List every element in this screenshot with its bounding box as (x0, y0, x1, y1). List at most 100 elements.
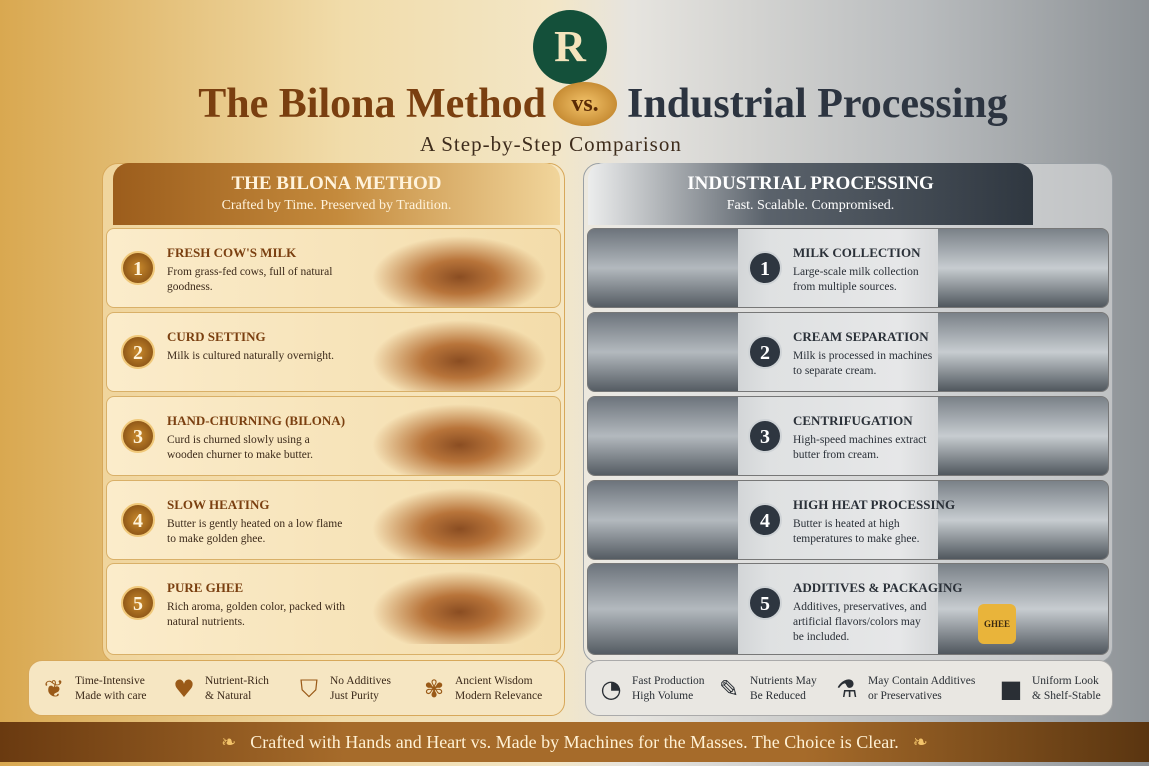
feature-line-2: & Natural (205, 690, 252, 702)
industrial-step-1: 1 Milk CollectionLarge-scale milk collect… (587, 228, 1109, 308)
step-description: High-speed machines extract butter from … (793, 434, 927, 461)
step-description: Milk is processed in machines to separat… (793, 350, 933, 377)
gauge-icon: ◔ (600, 675, 622, 703)
step-number: 3 (121, 419, 155, 453)
step-description: Rich aroma, golden color, packed with na… (167, 601, 346, 628)
bottom-banner: ❧ Crafted with Hands and Heart vs. Made b… (0, 722, 1149, 762)
feature-line-1: Fast Production (632, 675, 705, 687)
feature-line-1: Uniform Look (1032, 675, 1099, 687)
machine-illustration (938, 313, 1108, 391)
shield-icon: ⛉ (300, 675, 318, 703)
leaf-icon: ❧ (221, 732, 237, 752)
bilona-step-4: 4 Slow HeatingButter is gently heated on … (106, 480, 561, 560)
industrial-step-3: 3 CentrifugationHigh-speed machines extra… (587, 396, 1109, 476)
step-illustration (357, 397, 560, 475)
step-description: Milk is cultured naturally overnight. (167, 350, 335, 362)
bilona-tagline: Crafted by Time. Preserved by Tradition. (221, 198, 452, 213)
title-right: Industrial Processing (627, 81, 1008, 127)
step-description: Large-scale milk collection from multipl… (793, 266, 919, 293)
bilona-step-5: 5 Pure GheeRich aroma, golden color, pack… (106, 563, 561, 655)
step-number: 5 (121, 586, 155, 620)
bilona-step-3: 3 Hand-Churning (Bilona) Curd is churned s… (106, 396, 561, 476)
step-title: Slow Heating (167, 497, 270, 512)
step-number: 2 (748, 335, 782, 369)
step-number: 4 (748, 503, 782, 537)
step-description: From grass-fed cows, full of natural goo… (167, 266, 333, 293)
step-title: Centrifugation (793, 413, 913, 428)
machine-illustration (938, 229, 1108, 307)
machine-illustration (588, 564, 738, 654)
feature-line-1: No Additives (330, 675, 392, 687)
step-description: Butter is gently heated on a low flame t… (167, 518, 343, 545)
feature-line-2: & Shelf-Stable (1032, 690, 1101, 702)
machine-illustration (938, 481, 1108, 559)
bilona-header: THE BILONA METHOD Crafted by Time. Prese… (113, 163, 560, 225)
feature-line-2: Modern Relevance (455, 690, 543, 702)
feature-line-1: Time-Intensive (75, 675, 145, 687)
step-title: Additives & Packaging (793, 580, 963, 595)
industrial-step-4: 4 High Heat ProcessingButter is heated at… (587, 480, 1109, 560)
ghee-jar-label: GHEE (978, 604, 1016, 644)
feature-line-2: Just Purity (330, 690, 379, 702)
industrial-step-2: 2Cream SeparationMilk is processed in ma… (587, 312, 1109, 392)
machine-illustration (588, 397, 738, 475)
step-description: Butter is heated at high temperatures to… (793, 518, 920, 545)
heart-icon: ♥ (173, 675, 195, 703)
dropper-icon: ✎ (718, 675, 740, 703)
feature-item: ■ Uniform Look & Shelf-Stable (996, 661, 1101, 717)
step-title: Pure Ghee (167, 580, 244, 595)
step-title: High Heat Processing (793, 497, 956, 512)
vs-badge: vs. (553, 82, 617, 126)
bilona-title: THE BILONA METHOD (231, 173, 442, 194)
feature-line-2: Be Reduced (750, 690, 806, 702)
step-number: 1 (121, 251, 155, 285)
step-number: 4 (121, 503, 155, 537)
machine-illustration (588, 229, 738, 307)
step-number: 1 (748, 251, 782, 285)
step-description: Curd is churned slowly using a wooden ch… (167, 434, 313, 461)
bilona-step-2: 2 Curd SettingMilk is cultured naturally … (106, 312, 561, 392)
feature-line-1: Ancient Wisdom (455, 675, 533, 687)
banner-text: Crafted with Hands and Heart vs. Made by… (250, 732, 899, 752)
feature-item: ✎ Nutrients May Be Reduced (714, 661, 817, 717)
machine-illustration: GHEE (938, 564, 1108, 654)
industrial-header: INDUSTRIAL PROCESSING Fast. Scalable. Co… (588, 163, 1033, 225)
machine-illustration (938, 397, 1108, 475)
step-number: 2 (121, 335, 155, 369)
feature-line-1: May Contain Additives (868, 675, 976, 687)
step-description: Additives, preservatives, and artificial… (793, 601, 927, 643)
plant-icon: ✾ (423, 675, 445, 703)
industrial-step-5: GHEE 5 Additives & PackagingAdditives, pre… (587, 563, 1109, 655)
machine-illustration (588, 481, 738, 559)
step-title: Milk Collection (793, 245, 921, 260)
step-number: 3 (748, 419, 782, 453)
leaf-icon: ❦ (43, 675, 65, 703)
step-illustration (357, 229, 560, 307)
bilona-step-1: 1Fresh Cow's MilkFrom grass-fed cows, fu… (106, 228, 561, 308)
machine-illustration (588, 313, 738, 391)
feature-line-2: High Volume (632, 690, 694, 702)
flask-icon: ⚗ (836, 675, 858, 703)
step-title: Hand-Churning (Bilona) (167, 413, 346, 428)
box-icon: ■ (999, 675, 1023, 703)
brand-logo: R (533, 10, 607, 84)
step-illustration (357, 481, 560, 559)
step-illustration (357, 564, 560, 644)
feature-item: ♥ Nutrient-Rich & Natural (169, 661, 269, 717)
step-title: Curd Setting (167, 329, 266, 344)
subtitle: A Step-by-Step Comparison (420, 132, 682, 156)
step-number: 5 (748, 586, 782, 620)
feature-line-2: or Preservatives (868, 690, 942, 702)
feature-line-1: Nutrients May (750, 675, 817, 687)
feature-line-1: Nutrient-Rich (205, 675, 269, 687)
leaf-icon: ❧ (912, 732, 928, 752)
feature-item: ⚗ May Contain Additives or Preservatives (832, 661, 975, 717)
feature-line-2: Made with care (75, 690, 147, 702)
industrial-title: INDUSTRIAL PROCESSING (687, 173, 934, 194)
